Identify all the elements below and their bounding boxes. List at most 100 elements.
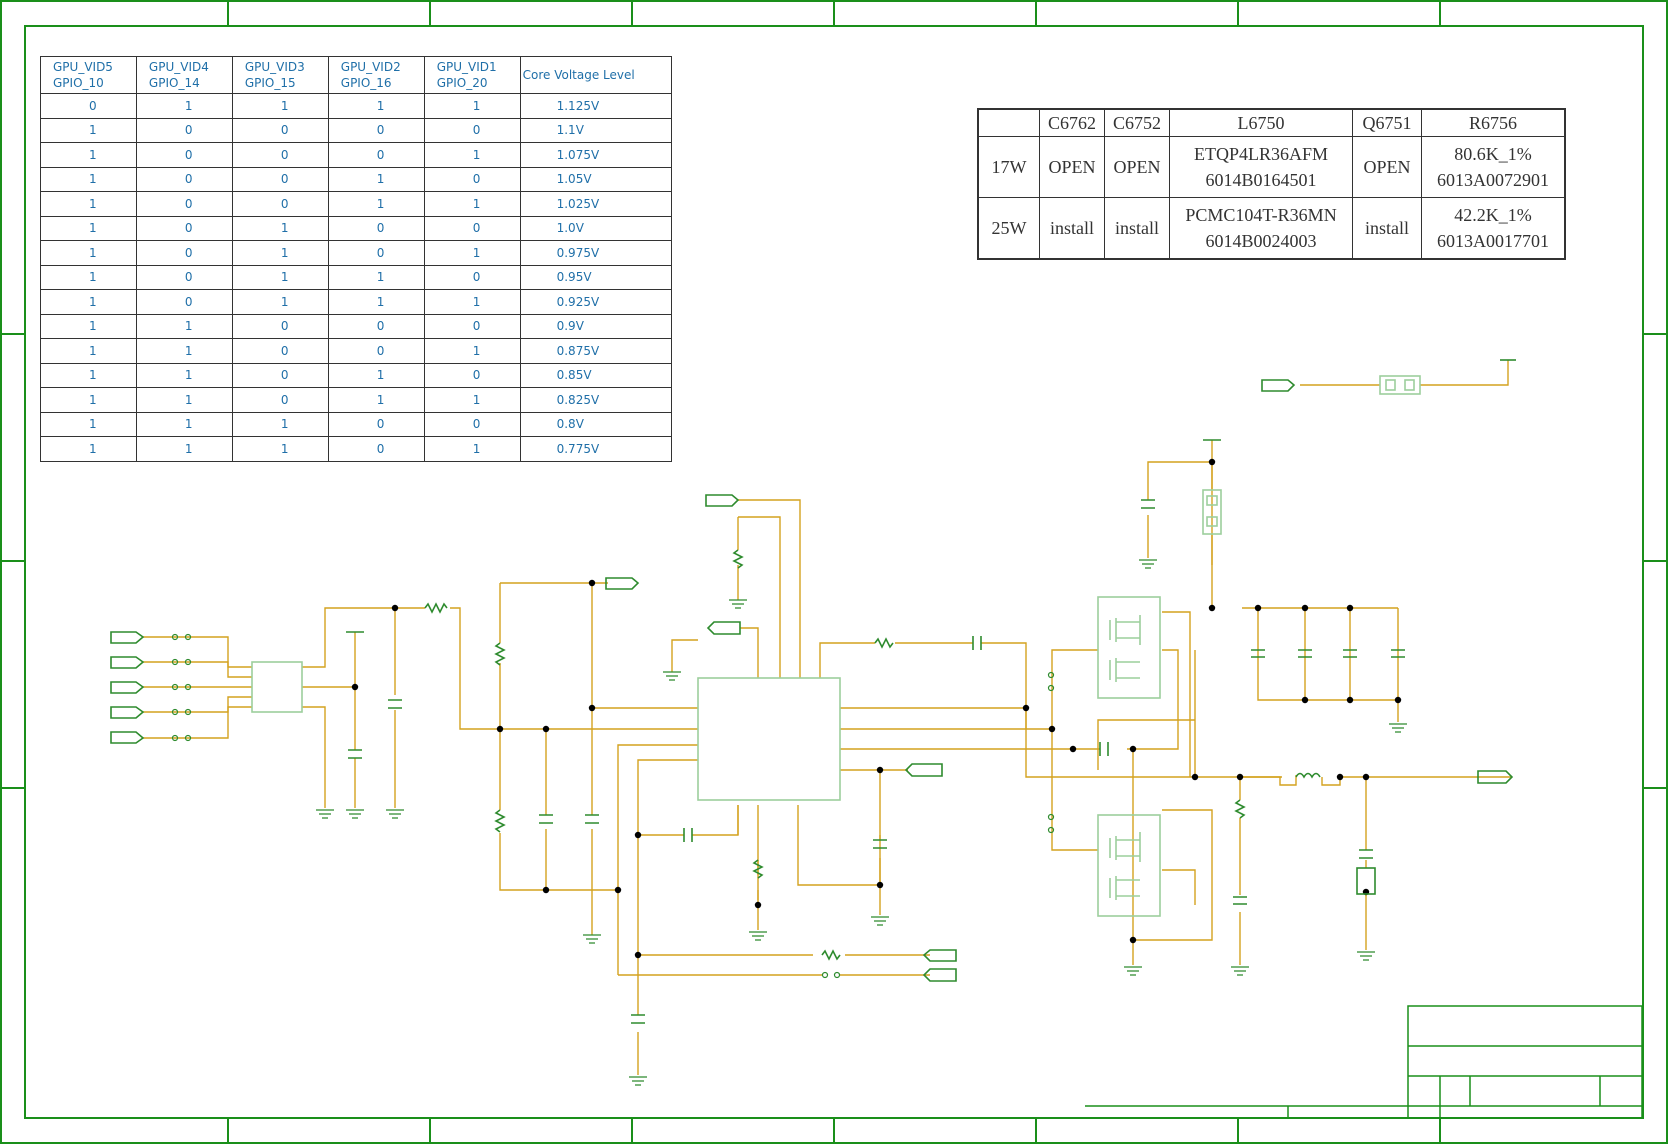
junction-dots [351, 458, 1402, 959]
gpio-bit-cell: 0 [231, 166, 329, 192]
gpio-bit-cell: 1 [423, 240, 521, 266]
gpio-bit-cell: 1 [40, 411, 137, 437]
gpio-bit-cell: 1 [327, 362, 425, 388]
gpio-bit-cell: 1 [135, 93, 233, 119]
gpio-bit-cell: 0 [327, 240, 425, 266]
jumper-pad-icon [1202, 375, 1421, 895]
gpio-bit-cell: 0 [135, 264, 233, 290]
header-r6756: R6756 [1421, 108, 1566, 137]
gpio-bit-cell: 0 [231, 387, 329, 413]
gpio-bit-cell: 1 [423, 387, 521, 413]
core-voltage-cell: 0.8V [519, 411, 673, 437]
gpio-bit-cell: 1 [231, 264, 329, 290]
gpio-bit-cell: 1 [327, 93, 425, 119]
gpio-bit-cell: 0 [327, 117, 425, 143]
core-voltage-cell: 0.825V [519, 387, 673, 413]
power-rail-icon [346, 359, 1516, 633]
gpio-bit-cell: 1 [40, 436, 137, 462]
gpio-bit-cell: 0 [423, 411, 521, 437]
gpio-bit-cell: 0 [231, 338, 329, 364]
gpio-bit-cell: 0 [231, 142, 329, 168]
wires [143, 360, 1512, 1075]
controller-ic [697, 677, 841, 801]
header-c6762: C6762 [1039, 108, 1105, 137]
header-c6752: C6752 [1104, 108, 1170, 137]
inductor-icon [1295, 772, 1321, 779]
header-power [977, 108, 1040, 137]
gpio-bit-cell: 0 [327, 215, 425, 241]
gpio-bit-cell: 1 [40, 142, 137, 168]
mosfet-icon [1097, 596, 1161, 917]
gpio-bit-cell: 0 [423, 313, 521, 339]
power-option-bom-table: C6762 C6752 L6750 Q6751 R6756 17W OPEN O… [977, 108, 1566, 260]
buffer-ic [251, 661, 303, 713]
gpio-bit-cell: 1 [40, 240, 137, 266]
gpio-bit-cell: 1 [423, 289, 521, 315]
gpio-bit-cell: 0 [423, 117, 521, 143]
gpio-bit-cell: 1 [423, 338, 521, 364]
table-header-row: C6762 C6752 L6750 Q6751 R6756 [977, 108, 1566, 137]
header-q6751: Q6751 [1352, 108, 1422, 137]
core-voltage-cell: 1.075V [519, 142, 673, 168]
gpio-bit-cell: 1 [40, 362, 137, 388]
gpio-bit-cell: 1 [40, 166, 137, 192]
net-port-icon [110, 379, 1514, 982]
gpio-bit-cell: 1 [423, 436, 521, 462]
gpio-bit-cell: 1 [423, 142, 521, 168]
core-voltage-cell: 0.925V [519, 289, 673, 315]
gpio-bit-cell: 0 [327, 411, 425, 437]
gpio-bit-cell: 1 [135, 387, 233, 413]
jumper-icon [171, 633, 1055, 979]
core-voltage-cell: 0.95V [519, 264, 673, 290]
gpio-bit-cell: 0 [423, 264, 521, 290]
q6751-value: OPEN [1352, 136, 1422, 198]
gpio-bit-cell: 1 [40, 191, 137, 217]
gpio-bit-cell: 0 [327, 436, 425, 462]
gpio-bit-cell: 1 [327, 166, 425, 192]
core-voltage-cell: 0.975V [519, 240, 673, 266]
gpio-bit-cell: 1 [423, 191, 521, 217]
core-voltage-cell: 0.875V [519, 338, 673, 364]
ground-icon [316, 559, 1407, 1086]
gpio-bit-cell: 1 [135, 338, 233, 364]
components [110, 359, 1516, 1086]
gpio-bit-cell: 1 [135, 411, 233, 437]
q6751-value: install [1352, 197, 1422, 260]
gpio-bit-cell: 0 [231, 362, 329, 388]
resistor-icon [424, 549, 1246, 961]
r6756-value: 42.2K_1%6013A0017701 [1421, 197, 1566, 260]
gpio-bit-cell: 1 [231, 240, 329, 266]
gpio-bit-cell: 0 [423, 215, 521, 241]
gpio-bit-cell: 0 [135, 289, 233, 315]
gpio-bit-cell: 1 [327, 387, 425, 413]
gpio-bit-cell: 1 [40, 117, 137, 143]
gpio-bit-cell: 1 [135, 313, 233, 339]
gpio-bit-cell: 1 [231, 215, 329, 241]
gpio-bit-cell: 0 [135, 142, 233, 168]
gpio-bit-cell: 1 [327, 264, 425, 290]
gpio-bit-cell: 0 [423, 362, 521, 388]
c6762-value: install [1039, 197, 1105, 260]
core-voltage-cell: 0.85V [519, 362, 673, 388]
gpio-bit-cell: 1 [40, 338, 137, 364]
gpio-bit-cell: 0 [135, 166, 233, 192]
gpio-bit-cell: 0 [231, 117, 329, 143]
gpio-bit-cell: 1 [40, 215, 137, 241]
gpio-bit-cell: 1 [231, 411, 329, 437]
gpio-bit-cell: 1 [231, 436, 329, 462]
